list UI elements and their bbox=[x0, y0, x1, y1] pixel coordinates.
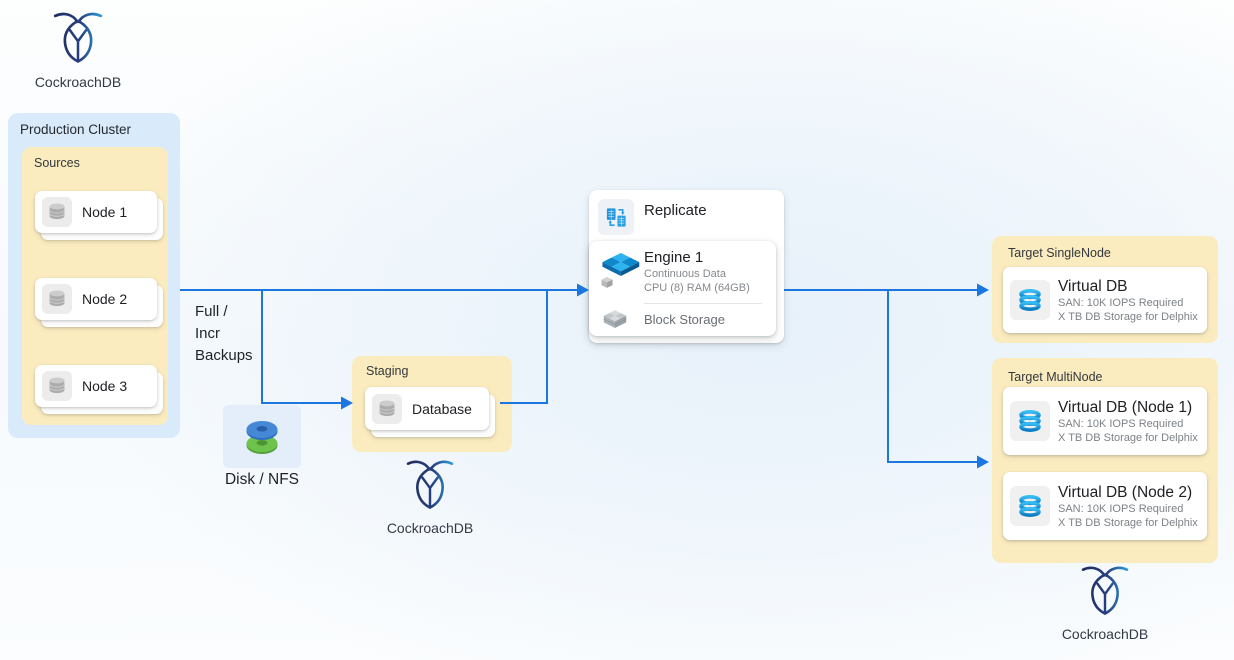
replicate-card: Replicate Engine 1 Continuous Data CPU (… bbox=[589, 190, 784, 343]
cockroachdb-logo-top: CockroachDB bbox=[13, 8, 143, 90]
engine-subtitle-1: Continuous Data bbox=[644, 268, 726, 280]
target-multinode-box: Target MultiNode Virtual DB (Node 1) SAN… bbox=[992, 358, 1218, 563]
virtual-db-line1: SAN: 10K IOPS Required bbox=[1058, 296, 1184, 309]
virtual-db-line1: SAN: 10K IOPS Required bbox=[1058, 417, 1184, 430]
node-card-3: Node 3 bbox=[35, 365, 157, 407]
backups-line: Backups bbox=[195, 347, 253, 364]
block-storage-label: Block Storage bbox=[644, 312, 725, 327]
virtual-db-icon bbox=[1010, 486, 1050, 526]
node-label: Node 2 bbox=[82, 291, 128, 307]
staging-title: Staging bbox=[366, 364, 409, 378]
production-cluster-box: Production Cluster Sources Node 1 Node 2 bbox=[8, 113, 180, 438]
virtual-db-node1-card: Virtual DB (Node 1) SAN: 10K IOPS Requir… bbox=[1003, 387, 1207, 455]
sources-title: Sources bbox=[34, 156, 80, 170]
engine-subtitle-2: CPU (8) RAM (64GB) bbox=[644, 282, 750, 294]
virtual-db-line1: SAN: 10K IOPS Required bbox=[1058, 502, 1184, 515]
virtual-db-icon bbox=[1010, 401, 1050, 441]
cockroachdb-label: CockroachDB bbox=[386, 520, 474, 536]
backups-line: Full / bbox=[195, 303, 228, 320]
database-label: Database bbox=[412, 400, 472, 417]
cockroachdb-label: CockroachDB bbox=[34, 74, 122, 90]
replicate-icon-box bbox=[598, 199, 634, 235]
disk-nfs-label: Disk / NFS bbox=[224, 471, 300, 488]
virtual-db-title: Virtual DB (Node 2) bbox=[1058, 483, 1193, 501]
node-card-1: Node 1 bbox=[35, 191, 157, 233]
block-storage-icon bbox=[603, 310, 627, 328]
engine-icon bbox=[601, 252, 640, 288]
database-icon bbox=[42, 371, 72, 401]
cockroachdb-label: CockroachDB bbox=[1061, 626, 1149, 642]
staging-database-card: Database bbox=[365, 387, 489, 430]
replicate-title: Replicate bbox=[644, 202, 707, 219]
virtual-db-title: Virtual DB (Node 1) bbox=[1058, 398, 1193, 416]
divider bbox=[644, 303, 762, 304]
target-singlenode-box: Target SingleNode Virtual DB SAN: 10K IO… bbox=[992, 236, 1218, 343]
target-singlenode-title: Target SingleNode bbox=[1008, 246, 1111, 260]
virtual-db-line2: X TB DB Storage for Delphix bbox=[1058, 310, 1198, 323]
disk-nfs-box bbox=[223, 405, 301, 468]
engine-card: Engine 1 Continuous Data CPU (8) RAM (64… bbox=[589, 241, 776, 336]
cockroachdb-logo-bottom: CockroachDB bbox=[1040, 562, 1170, 642]
cockroachdb-logo-staging: CockroachDB bbox=[365, 456, 495, 536]
replicate-icon bbox=[606, 207, 626, 227]
backups-label: Full / Incr Backups bbox=[195, 301, 253, 367]
disk-nfs-icon bbox=[246, 420, 278, 454]
virtual-db-card: Virtual DB SAN: 10K IOPS Required X TB D… bbox=[1003, 267, 1207, 333]
target-multinode-title: Target MultiNode bbox=[1008, 370, 1103, 384]
staging-box: Staging Database bbox=[352, 356, 512, 452]
virtual-db-title: Virtual DB bbox=[1058, 277, 1128, 295]
sources-box: Sources Node 1 Node 2 Node 3 bbox=[22, 147, 168, 425]
database-icon bbox=[42, 197, 72, 227]
node-label: Node 1 bbox=[82, 204, 128, 220]
virtual-db-line2: X TB DB Storage for Delphix bbox=[1058, 516, 1198, 529]
node-label: Node 3 bbox=[82, 378, 128, 394]
cockroachdb-icon bbox=[406, 460, 454, 509]
virtual-db-node2-card: Virtual DB (Node 2) SAN: 10K IOPS Requir… bbox=[1003, 472, 1207, 540]
node-card-2: Node 2 bbox=[35, 278, 157, 320]
database-icon bbox=[372, 393, 402, 424]
cockroachdb-icon bbox=[53, 12, 103, 63]
virtual-db-line2: X TB DB Storage for Delphix bbox=[1058, 431, 1198, 444]
engine-title: Engine 1 bbox=[644, 249, 704, 266]
production-cluster-title: Production Cluster bbox=[20, 122, 132, 137]
backups-line: Incr bbox=[195, 325, 221, 342]
database-icon bbox=[42, 284, 72, 314]
virtual-db-icon bbox=[1010, 280, 1050, 320]
cockroachdb-icon bbox=[1081, 566, 1129, 615]
